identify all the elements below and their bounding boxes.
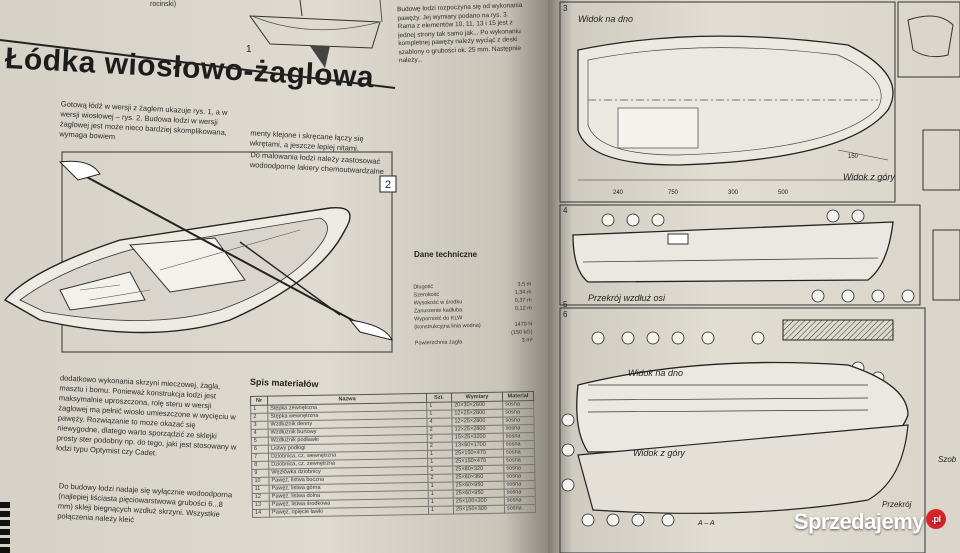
technical-drawings: [559, 1, 960, 553]
dim-label: 150: [848, 154, 859, 160]
label-top-view-2: Widok z góry: [633, 448, 685, 458]
figure-number-4: 4: [563, 206, 568, 215]
figure-number-2: 2: [385, 179, 391, 191]
dim-label: 500: [778, 190, 789, 196]
edge-mark: [0, 500, 10, 553]
label-side: Szob: [938, 455, 957, 464]
label-bottom-view-2: Widok na dno: [628, 368, 683, 378]
top-snippet: rocinski): [150, 1, 177, 8]
figure-number-3: 3: [563, 4, 568, 13]
label-top-view: Widok z góry: [843, 172, 895, 182]
left-page: 1 rocinski) Łódka wiosłowo-żaglowa Gotow…: [0, 0, 548, 553]
label-bottom-view: Widok na dno: [578, 14, 633, 24]
table-cell-mat: sosna: [504, 504, 536, 514]
body-paragraph-2: Do budowy łodzi nadaje się wyłącznie wod…: [57, 481, 233, 525]
col-header: Nr: [250, 396, 268, 406]
table-cell-nr: 14: [252, 509, 270, 518]
spec-title: Dane techniczne: [414, 250, 478, 259]
sailboat-sketch: 1: [246, 0, 383, 68]
dim-label: 750: [668, 190, 679, 196]
figure-number-1: 1: [246, 44, 252, 55]
dim-label: 300: [728, 190, 739, 196]
label-section: Przekrój wzdłuż osi: [588, 293, 666, 303]
figure-number-6: 6: [563, 310, 568, 319]
label-cross-section: Przekrój: [882, 500, 912, 509]
table-cell-qty: 1: [428, 505, 454, 515]
col-header: Szt.: [426, 392, 452, 403]
right-page: Widok na dno Widok z góry Przekrój wzdłu…: [548, 0, 960, 553]
middle-column-text: Budowę łodzi rozpoczyna się od wykonania…: [397, 1, 523, 65]
table-cell-dims: 25×150×300: [453, 505, 505, 514]
dim-label: 240: [613, 190, 624, 196]
intro-paragraph: Gotową łódź w wersji z żaglem ukazuje ry…: [59, 99, 228, 142]
materials-title: Spis materiałów: [249, 376, 319, 390]
rowboat-illustration: 2: [3, 151, 397, 353]
label-section-aa: A – A: [698, 520, 715, 527]
watermark-badge: .pl: [926, 509, 946, 529]
watermark: Sprzedajemy.pl: [794, 509, 946, 535]
title-rule: [0, 39, 396, 89]
figure-number-5: 5: [563, 300, 568, 309]
body-paragraph: dodatkowo wykonania skrzyni mieczowej, ż…: [56, 373, 237, 458]
